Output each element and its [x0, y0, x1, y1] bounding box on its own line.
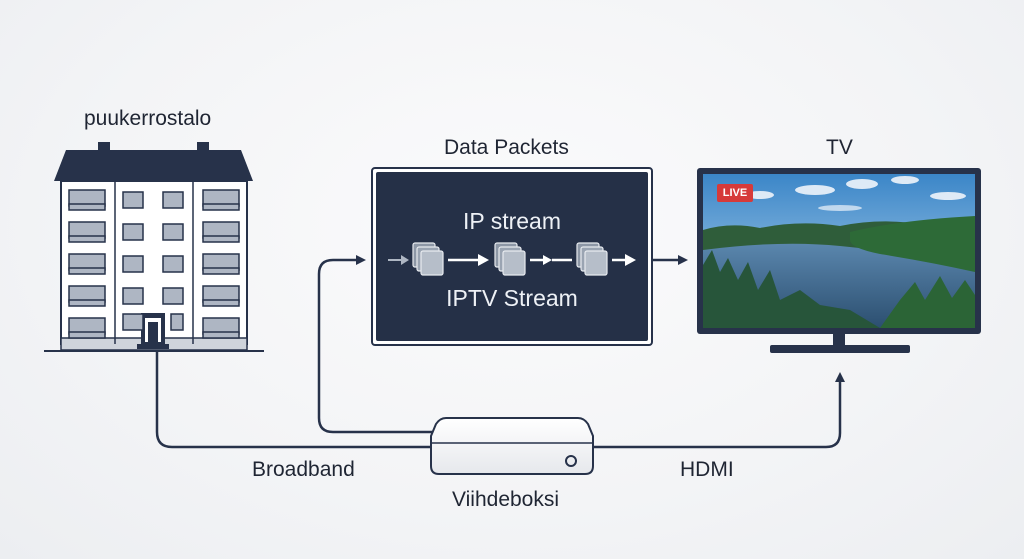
window [162, 223, 184, 241]
apartment-building-icon [44, 142, 264, 352]
window [162, 191, 184, 209]
broadband-line [155, 352, 432, 449]
broadband-label: Broadband [252, 458, 355, 481]
balcony-rail [202, 235, 240, 243]
packet-stack-icon [494, 242, 526, 276]
hdmi-line [592, 372, 845, 449]
balcony-rail [202, 299, 240, 307]
packet-stack-icon [412, 242, 444, 276]
window [122, 223, 144, 241]
television-icon [697, 168, 981, 353]
data-packets-panel [371, 167, 653, 346]
packet-stack-icon [576, 242, 608, 276]
balcony-rail [202, 331, 240, 339]
iptv-stream-label: IPTV Stream [446, 285, 578, 311]
window [122, 313, 144, 331]
ip-stream-label: IP stream [463, 208, 561, 234]
set-top-box-label: Viihdeboksi [452, 488, 560, 511]
window [162, 287, 184, 305]
window [122, 255, 144, 273]
tv-label: TV [826, 136, 853, 159]
balcony-rail [202, 267, 240, 275]
window [122, 287, 144, 305]
box-to-panel-line [317, 255, 432, 434]
hdmi-label: HDMI [680, 458, 734, 481]
balcony-rail [68, 235, 106, 243]
balcony-rail [202, 203, 240, 211]
building-label: puukerrostalo [84, 107, 212, 130]
window [162, 255, 184, 273]
live-badge: LIVE [717, 184, 753, 202]
window [170, 313, 184, 331]
balcony-rail [68, 203, 106, 211]
data-packets-title: Data Packets [444, 136, 569, 159]
balcony-rail [68, 267, 106, 275]
balcony-rail [68, 331, 106, 339]
balcony-rail [68, 299, 106, 307]
set-top-box-icon [430, 417, 594, 475]
window [122, 191, 144, 209]
